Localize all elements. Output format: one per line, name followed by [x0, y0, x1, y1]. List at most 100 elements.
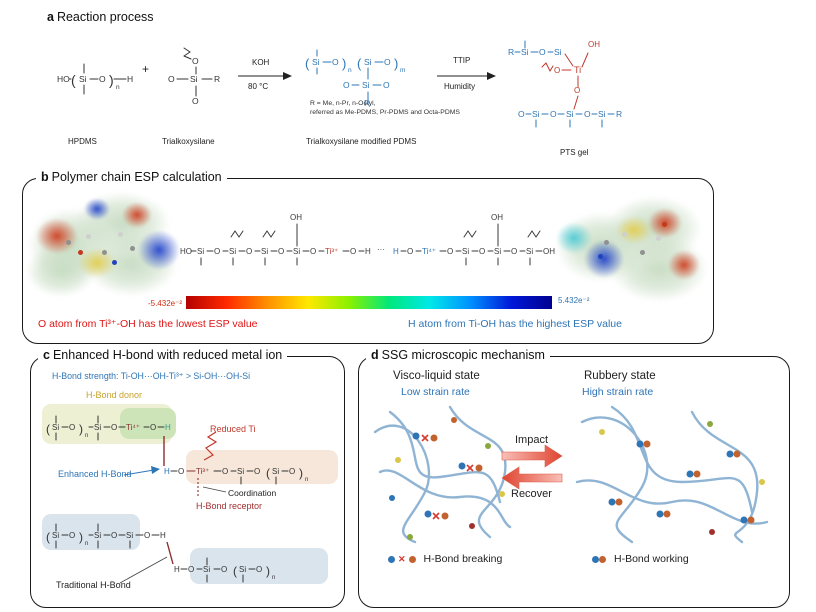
- svg-text:O: O: [111, 423, 117, 432]
- svg-text:···: ···: [377, 245, 385, 254]
- svg-text:(: (: [305, 56, 310, 71]
- panel-d-box: [358, 356, 790, 608]
- svg-text:O: O: [479, 247, 485, 256]
- svg-text:H: H: [165, 423, 171, 432]
- svg-text:): ): [342, 56, 346, 71]
- svg-text:HO: HO: [180, 247, 192, 256]
- arrow1-bottom-label: 80 °C: [248, 82, 269, 91]
- svg-text:OH: OH: [491, 213, 503, 222]
- svg-text:Si: Si: [293, 247, 300, 256]
- panel-a-title-text: Reaction process: [56, 10, 154, 24]
- svg-text:Ti³⁺: Ti³⁺: [196, 467, 209, 476]
- svg-text:Ti: Ti: [574, 65, 581, 75]
- svg-text:O: O: [332, 57, 339, 67]
- svg-text:Ti⁴⁺: Ti⁴⁺: [422, 247, 436, 256]
- svg-text:R: R: [508, 47, 514, 57]
- legend-working-text: H-Bond working: [614, 553, 689, 565]
- svg-text:H: H: [160, 531, 166, 540]
- esp-surface-left: [26, 190, 184, 302]
- svg-text:H: H: [365, 247, 371, 256]
- ti-oh-highlight: [120, 408, 176, 439]
- svg-text:OH: OH: [588, 40, 600, 49]
- svg-text:O: O: [407, 247, 413, 256]
- orange-bead-icon: [408, 555, 416, 563]
- svg-text:O: O: [256, 565, 262, 574]
- svg-text:Ti³⁺: Ti³⁺: [325, 247, 338, 256]
- colorbar-min-label: -5.432e⁻²: [147, 299, 182, 308]
- svg-text:O: O: [99, 74, 106, 84]
- svg-text:O: O: [518, 109, 525, 119]
- legend-breaking-text: H-Bond breaking: [423, 553, 503, 565]
- reactant1-name: HPDMS: [68, 137, 97, 146]
- colorbar-max-label: 5.432e⁻²: [558, 296, 590, 305]
- svg-text:(: (: [266, 466, 270, 480]
- svg-text:(: (: [71, 72, 76, 88]
- legend-breaking: ✕ H-Bond breaking: [388, 553, 502, 565]
- svg-text:O: O: [192, 56, 199, 66]
- svg-text:O: O: [383, 80, 390, 90]
- svg-text:O: O: [111, 531, 117, 540]
- svg-text:Si: Si: [462, 247, 469, 256]
- svg-text:OH: OH: [290, 213, 302, 222]
- svg-text:R: R: [616, 109, 622, 119]
- impact-label: Impact: [515, 434, 549, 446]
- reactant2-name: Trialkoxysilane: [162, 137, 215, 146]
- r-note-line2: referred as Me-PDMS, Pr-PDMS and Octa-PD…: [310, 109, 460, 117]
- svg-text:): ): [394, 56, 398, 71]
- svg-text:Si: Si: [52, 423, 59, 432]
- polymer-network-right: [575, 405, 769, 544]
- svg-text:O: O: [246, 247, 252, 256]
- product1-name: Trialkoxysilane modified PDMS: [306, 137, 417, 146]
- svg-text:O: O: [150, 423, 156, 432]
- svg-text:Si: Si: [364, 57, 372, 67]
- svg-text:O: O: [254, 467, 260, 476]
- blue-bead-icon: [388, 555, 395, 563]
- svg-text:Si: Si: [261, 247, 268, 256]
- svg-text:): ): [109, 72, 114, 88]
- svg-text:Si: Si: [239, 565, 246, 574]
- svg-text:n: n: [348, 67, 352, 74]
- svg-text:O: O: [310, 247, 316, 256]
- svg-text:O: O: [178, 467, 184, 476]
- svg-text:H: H: [393, 247, 399, 256]
- svg-text:O: O: [168, 74, 175, 84]
- arrow2-top-label: TTIP: [453, 56, 471, 65]
- svg-text:(: (: [357, 56, 362, 71]
- coordination-label: Coordination: [228, 488, 277, 498]
- traditional-highlight-top: [42, 514, 140, 550]
- svg-text:O: O: [384, 57, 391, 67]
- panel-a-label: a: [47, 10, 54, 24]
- svg-text:Si: Si: [190, 74, 198, 84]
- svg-text:n: n: [85, 433, 88, 439]
- svg-text:O: O: [144, 531, 150, 540]
- esp-colorbar: [186, 296, 552, 309]
- svg-text:Si: Si: [526, 247, 533, 256]
- svg-text:Si: Si: [197, 247, 204, 256]
- svg-text:n: n: [272, 575, 275, 581]
- svg-text:Si: Si: [494, 247, 501, 256]
- svg-text:O: O: [539, 47, 546, 57]
- svg-text:Si: Si: [312, 57, 320, 67]
- esp-caption-low: O atom from Ti³⁺-OH has the lowest ESP v…: [38, 318, 258, 330]
- legend-working: H-Bond working: [592, 553, 689, 565]
- svg-text:HO: HO: [57, 74, 70, 84]
- hbond-receptor-label: H-Bond receptor: [196, 501, 263, 511]
- svg-text:Si: Si: [237, 467, 244, 476]
- visco-liquid-state-label: Visco-liquid state: [393, 370, 480, 382]
- svg-text:n: n: [85, 541, 88, 547]
- svg-text:O: O: [343, 80, 350, 90]
- svg-text:Si: Si: [229, 247, 236, 256]
- svg-text:Si: Si: [362, 80, 370, 90]
- hbond-strength-text: H-Bond strength: Ti-OH···OH-Ti³⁺ > Si-OH…: [52, 371, 251, 381]
- svg-text:O: O: [350, 247, 356, 256]
- esp-surface-right: [550, 192, 712, 307]
- svg-text:Si: Si: [521, 47, 529, 57]
